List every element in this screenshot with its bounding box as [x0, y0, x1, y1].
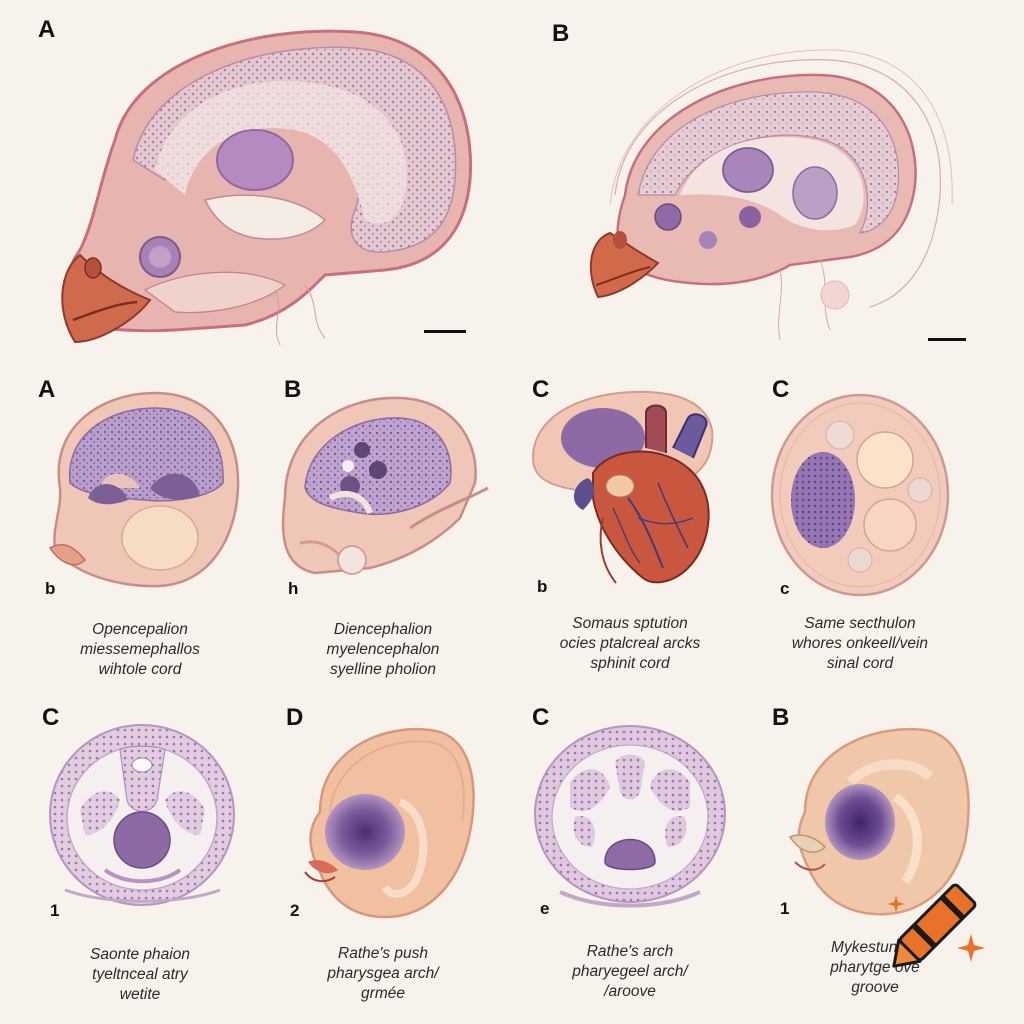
caption-line: tyeltnceal atry [92, 966, 188, 983]
caption-line: wihtole cord [98, 661, 182, 678]
caption-2-2: Diencephalion myelencephalon syelline ph… [268, 620, 498, 680]
embryo-section-large-b [589, 49, 953, 341]
crayon-watermark-icon [892, 883, 977, 968]
caption-line: Same secthulon [804, 615, 916, 632]
caption-line: sinal cord [826, 655, 894, 672]
caption-line: Saonte phaion [90, 946, 190, 963]
spinal-section-figure-3-1 [49, 724, 235, 906]
panel-label-3-4: B [772, 704, 790, 731]
sparkle-icon [957, 934, 985, 962]
caption-2-4: Same secthulon whores onkeell/vein sinal… [745, 614, 975, 674]
caption-line: miessemephallos [80, 641, 200, 658]
caption-line: grmée [361, 985, 405, 1002]
caption-line: pharyegeel arch/ [572, 963, 688, 980]
caption-line: Diencephalion [333, 621, 433, 638]
panel-label-2-2: B [284, 376, 302, 403]
caption-2-3: Somaus sptution ocies ptalcreal arcks sp… [515, 614, 745, 674]
caption-line: sphinit cord [590, 655, 670, 672]
scale-bar-b [928, 338, 966, 341]
sublabel-2-1: b [45, 579, 56, 598]
caption-line: Rathe's arch [586, 943, 674, 960]
sublabel-3-2: 2 [290, 901, 300, 920]
caption-line: Rathe's push [338, 945, 428, 962]
caption-2-1: Opencepalion miessemephallos wihtole cor… [25, 620, 255, 680]
caption-line: Somaus sptution [572, 615, 688, 632]
caption-line: whores onkeell/vein [791, 635, 929, 652]
caption-line: pharysgea arch/ [327, 965, 439, 982]
sublabel-2-4: c [780, 579, 790, 598]
panel-label-3-1: C [42, 704, 60, 731]
sublabel-2-2: h [288, 579, 299, 598]
panel-label-3-3: C [532, 704, 550, 731]
embryo-head-figure-3-2 [304, 727, 475, 919]
panel-label-top-a: A [38, 16, 56, 43]
caption-line: myelencephalon [326, 641, 440, 658]
caption-line: Opencepalion [92, 621, 188, 638]
sparkle-icon [887, 895, 905, 913]
sublabel-3-4: 1 [780, 899, 790, 918]
panel-label-2-3: C [532, 376, 550, 403]
caption-line: ocies ptalcreal arcks [559, 635, 701, 652]
scale-bar-a [424, 330, 466, 333]
heart-embryo-figure-2-3 [531, 390, 714, 584]
caption-line: groove [851, 979, 899, 996]
cross-section-figure-3-3 [534, 725, 726, 908]
caption-3-2: Rathe's push pharysgea arch/ grmée [268, 944, 498, 1004]
caption-line: /aroove [604, 983, 656, 1000]
embryo-section-large-a [61, 29, 473, 346]
embryo-brain-figure-2-2 [281, 396, 489, 575]
caption-3-1: Saonte phaion tyeltnceal atry wetite [25, 945, 255, 1005]
embryo-head-figure-3-4 [788, 727, 970, 916]
sublabel-3-1: 1 [50, 901, 60, 920]
panel-label-2-1: A [38, 376, 56, 403]
panel-label-3-2: D [286, 704, 304, 731]
panel-label-top-b: B [552, 20, 570, 47]
sublabel-2-3: b [537, 577, 548, 596]
sublabel-3-3: e [540, 899, 550, 918]
panel-label-2-4: C [772, 376, 790, 403]
caption-line: wetite [119, 986, 161, 1003]
embryo-brain-figure-2-1 [48, 391, 240, 588]
cross-section-figure-2-4 [770, 393, 950, 597]
caption-line: syelline pholion [330, 661, 436, 678]
caption-3-3: Rathe's arch pharyegeel arch/ /aroove [515, 942, 745, 1002]
